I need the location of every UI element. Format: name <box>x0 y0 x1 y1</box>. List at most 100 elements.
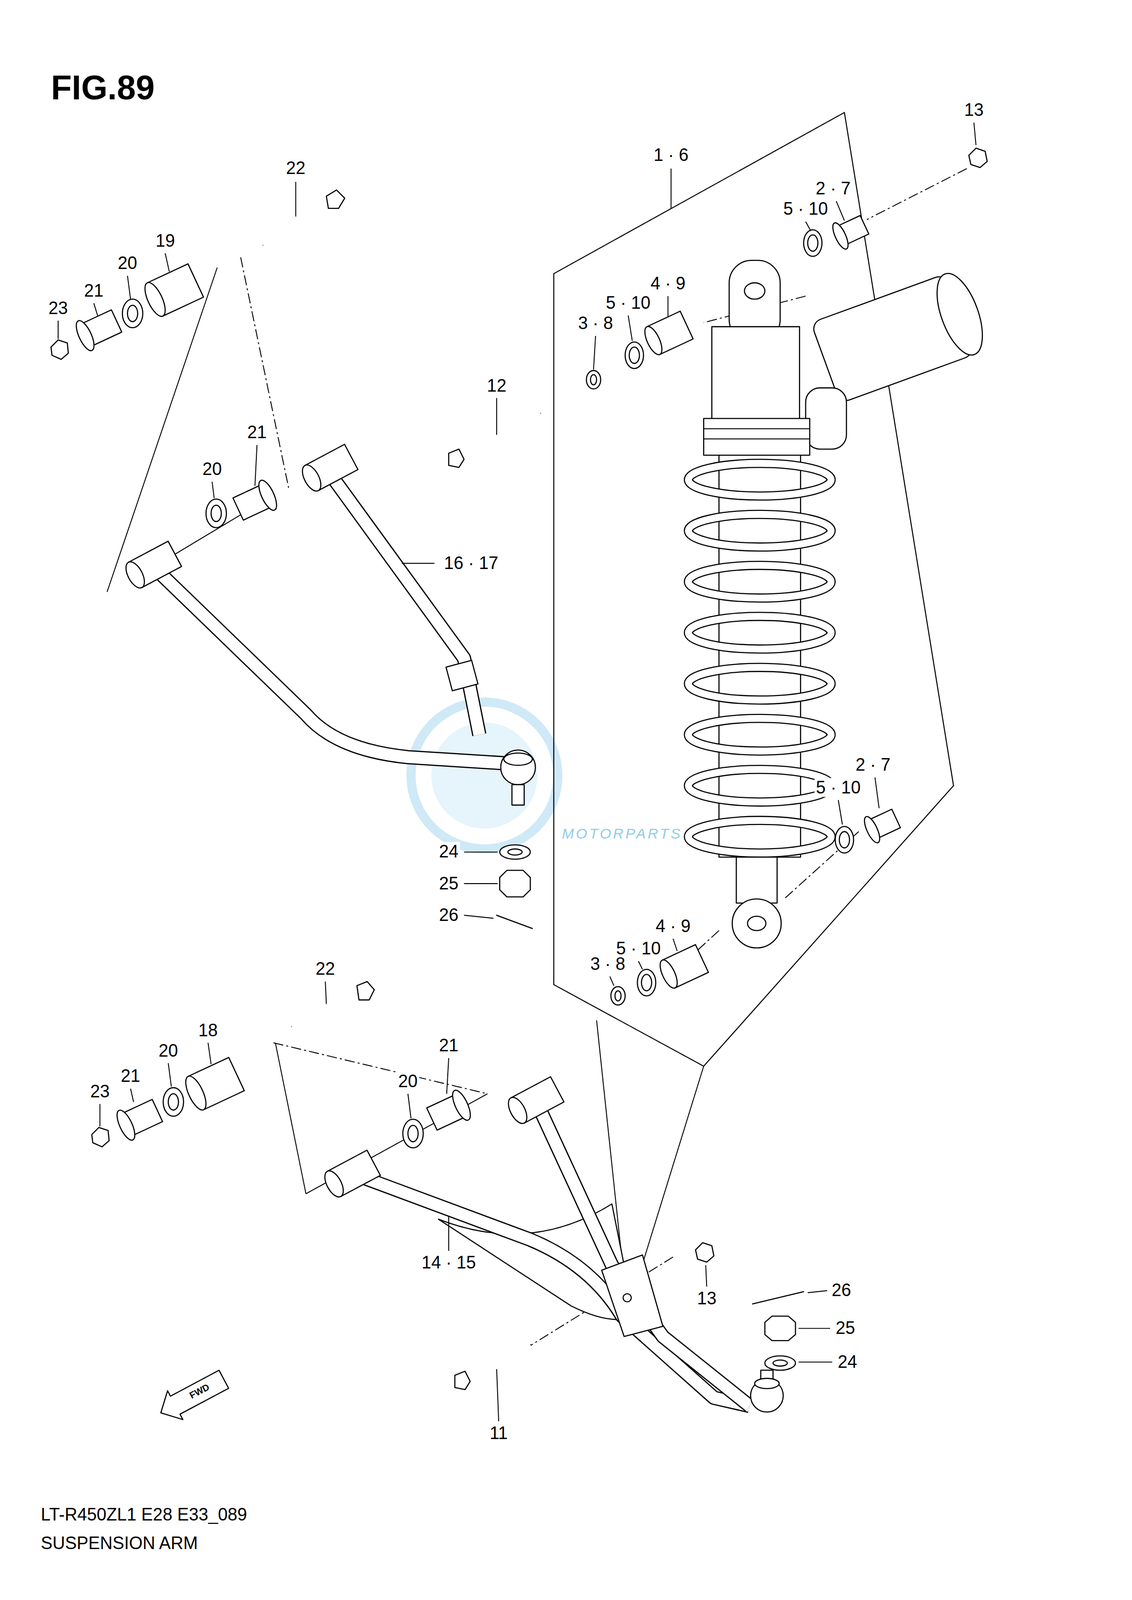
leader-lines-part <box>974 122 976 145</box>
upper-arm-part <box>503 753 533 766</box>
leader-lines-part <box>401 562 435 564</box>
leader-lines-part <box>127 275 131 299</box>
leader-lines-part <box>464 851 498 853</box>
callout-number: 26 <box>437 905 460 925</box>
lower-arm-part <box>504 1076 564 1126</box>
callout-number: 20 <box>396 1071 420 1091</box>
callout-number: 4 · 9 <box>654 916 692 936</box>
callout-number: 23 <box>47 298 70 318</box>
hardware-part <box>496 914 533 928</box>
hardware-part <box>861 805 903 845</box>
lower-arm-part <box>623 1293 632 1302</box>
caption-text: SUSPENSION ARM <box>40 1533 198 1553</box>
callout-number: 24 <box>437 841 460 862</box>
hardware-part <box>141 263 204 319</box>
shock-absorber-part <box>732 898 782 948</box>
hardware-part <box>455 413 541 459</box>
hardware-part <box>507 849 522 856</box>
leader-lines-part <box>57 320 59 339</box>
lower-arm-part <box>537 1103 750 1406</box>
shock-absorber-part <box>711 326 800 421</box>
hardware-part <box>968 148 988 168</box>
leader-lines-part <box>168 1062 172 1086</box>
hardware-part <box>113 1095 165 1143</box>
callout-number: 21 <box>245 423 268 443</box>
callout-number: 11 <box>487 1423 509 1443</box>
hardware-part <box>611 986 626 1006</box>
upper-arm-part <box>153 566 505 764</box>
callout-number: 26 <box>830 1280 853 1300</box>
chain-lines-part <box>275 1042 306 1194</box>
callout-number: 16 · 17 <box>442 553 500 573</box>
hardware-part <box>291 991 362 1027</box>
hardware-part <box>91 1127 110 1147</box>
lower-arm <box>321 1076 784 1412</box>
leader-lines-part <box>807 1290 828 1293</box>
hardware-part <box>641 974 652 991</box>
hardware-part <box>803 229 822 257</box>
hardware-part <box>424 1087 474 1134</box>
leader-lines-part <box>94 303 98 317</box>
leader-lines-part <box>448 1215 450 1251</box>
lower-arm-part <box>754 1378 780 1389</box>
shock-absorber-part <box>688 514 832 547</box>
assembly-outline <box>553 112 954 1067</box>
hardware-part <box>839 831 850 849</box>
leader-lines-part <box>628 315 632 342</box>
hardware-part-part <box>449 1087 474 1123</box>
shock-absorber-part <box>688 514 832 547</box>
upper-arm-part-part <box>122 558 149 591</box>
callout-number: 24 <box>836 1352 859 1372</box>
leader-lines-part <box>207 1042 211 1064</box>
callout-number: 25 <box>437 873 460 894</box>
shock-absorber-part <box>688 616 832 649</box>
shock-absorber-part <box>688 769 832 802</box>
leader-lines-part <box>670 168 672 209</box>
hardware-part <box>772 1359 787 1367</box>
shock-absorber-part <box>810 267 992 404</box>
leader-lines-part <box>673 938 677 951</box>
shock-absorber-part <box>688 565 832 598</box>
hardware-part <box>231 477 281 524</box>
shock-absorber-part <box>744 283 765 300</box>
leader-lines-part <box>838 800 843 825</box>
upper-arm-part <box>298 444 358 494</box>
shock-absorber-part <box>736 856 777 903</box>
leader-lines-part <box>798 1327 831 1329</box>
leader-lines <box>58 122 976 1421</box>
hardware-part <box>656 944 709 991</box>
upper-arm-part <box>328 471 480 735</box>
callout-number: 22 <box>284 158 307 178</box>
hardware-part-part <box>829 220 851 252</box>
hardware-part <box>641 311 694 358</box>
callout-number: 23 <box>88 1081 111 1101</box>
hardware-part <box>448 449 465 468</box>
upper-arm <box>122 444 536 805</box>
shock-absorber-part-part <box>927 267 992 361</box>
callout-number: 2 · 7 <box>814 179 852 199</box>
leader-lines-part <box>130 1088 134 1102</box>
callout-number: 21 <box>437 1035 460 1055</box>
callout-number: 5 · 10 <box>604 293 652 313</box>
hardware-part <box>291 991 362 1027</box>
hardware-part <box>628 346 640 364</box>
hardware-part <box>695 1242 714 1262</box>
callout-number: 20 <box>116 253 139 273</box>
hardware-part <box>263 201 332 245</box>
shock-absorber-part <box>703 418 810 456</box>
hardware <box>50 148 988 1390</box>
hardware-part <box>211 504 222 522</box>
hardware-part <box>752 1291 804 1304</box>
leader-lines-part <box>295 181 297 217</box>
callout-number: 21 <box>119 1066 142 1086</box>
assembly-outline-part <box>553 112 954 1067</box>
shock-absorber-part <box>688 820 832 853</box>
hardware-part-part <box>255 477 281 513</box>
callout-number: 19 <box>154 231 177 251</box>
shock-absorber <box>688 260 992 948</box>
hardware-part <box>499 870 531 897</box>
chain-lines-part <box>866 168 967 220</box>
leader-lines-part <box>446 1057 449 1094</box>
hardware-part <box>263 201 332 245</box>
forward-arrow <box>153 1364 232 1428</box>
